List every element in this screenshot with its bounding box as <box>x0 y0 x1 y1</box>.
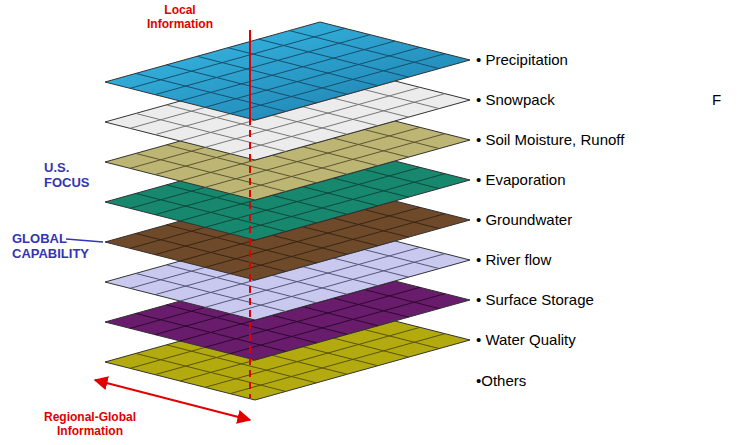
layer-label: • Evaporation <box>476 171 565 189</box>
layer-label: • Precipitation <box>476 51 568 69</box>
grid-sheet <box>105 22 470 120</box>
grid-line <box>180 41 395 101</box>
grid-line <box>155 35 370 95</box>
capability-label: GLOBAL CAPABILITY <box>12 231 102 261</box>
fragment-label: F <box>712 91 721 109</box>
leader-line <box>66 239 103 242</box>
grid-line <box>130 28 345 88</box>
layer-label: • Surface Storage <box>476 291 594 309</box>
grid-line <box>205 47 420 107</box>
local-dashed-line <box>249 118 251 398</box>
focus-label: U.S. FOCUS <box>44 160 104 190</box>
markers <box>66 30 250 420</box>
scale-label: Regional-Global Information <box>30 410 150 438</box>
grid-layers <box>105 22 470 400</box>
sheet-outline <box>105 22 470 120</box>
layer-label: • Soil Moisture, Runoff <box>476 131 624 149</box>
layer-label: • River flow <box>476 251 551 269</box>
layer-label: • Groundwater <box>476 211 572 229</box>
layer-label: •Others <box>476 372 526 390</box>
grid-line <box>230 54 445 114</box>
layer-label: • Snowpack <box>476 91 555 109</box>
layer-label: • Water Quality <box>476 331 576 349</box>
scale-label: Local Information <box>140 3 220 31</box>
local-line <box>249 30 251 118</box>
